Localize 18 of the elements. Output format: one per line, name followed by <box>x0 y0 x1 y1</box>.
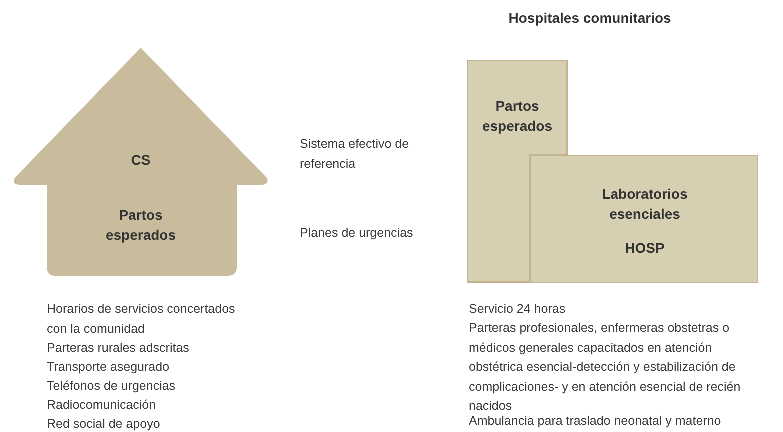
rect-box <box>530 155 758 283</box>
node-text: Partos esperados <box>104 206 178 245</box>
node-title: CS <box>130 151 152 170</box>
label-text: Ambulancia para traslado neonatal y materno <box>469 413 722 430</box>
heading: Hospitales comunitarios <box>508 9 672 28</box>
label-text: Red social de apoyo <box>47 416 162 432</box>
label-text: Servicio 24 horas <box>469 301 567 318</box>
label-text: Parteras rurales adscritas <box>47 340 190 357</box>
node-text: HOSP <box>624 239 666 258</box>
label-text: Transporte asegurado <box>47 359 171 376</box>
label-text: Sistema efectivo de referencia <box>300 136 410 172</box>
label-text: Planes de urgencias <box>300 225 414 242</box>
label-text: Teléfonos de urgencias <box>47 378 177 395</box>
label-text: Parteras profesionales, enfermeras obstetras o médicos generales capacitados en atención obstétrica esencial-detección y estabilización de complicaciones- y en atención esencial de recién nacidos <box>469 320 742 415</box>
node-text: Partos esperados <box>481 97 554 136</box>
label-text: Radiocomunicación <box>47 397 158 414</box>
node-text: Laboratorios esenciales <box>601 185 689 224</box>
label-text: Horarios de servicios concertados con la comunidad <box>47 301 236 338</box>
